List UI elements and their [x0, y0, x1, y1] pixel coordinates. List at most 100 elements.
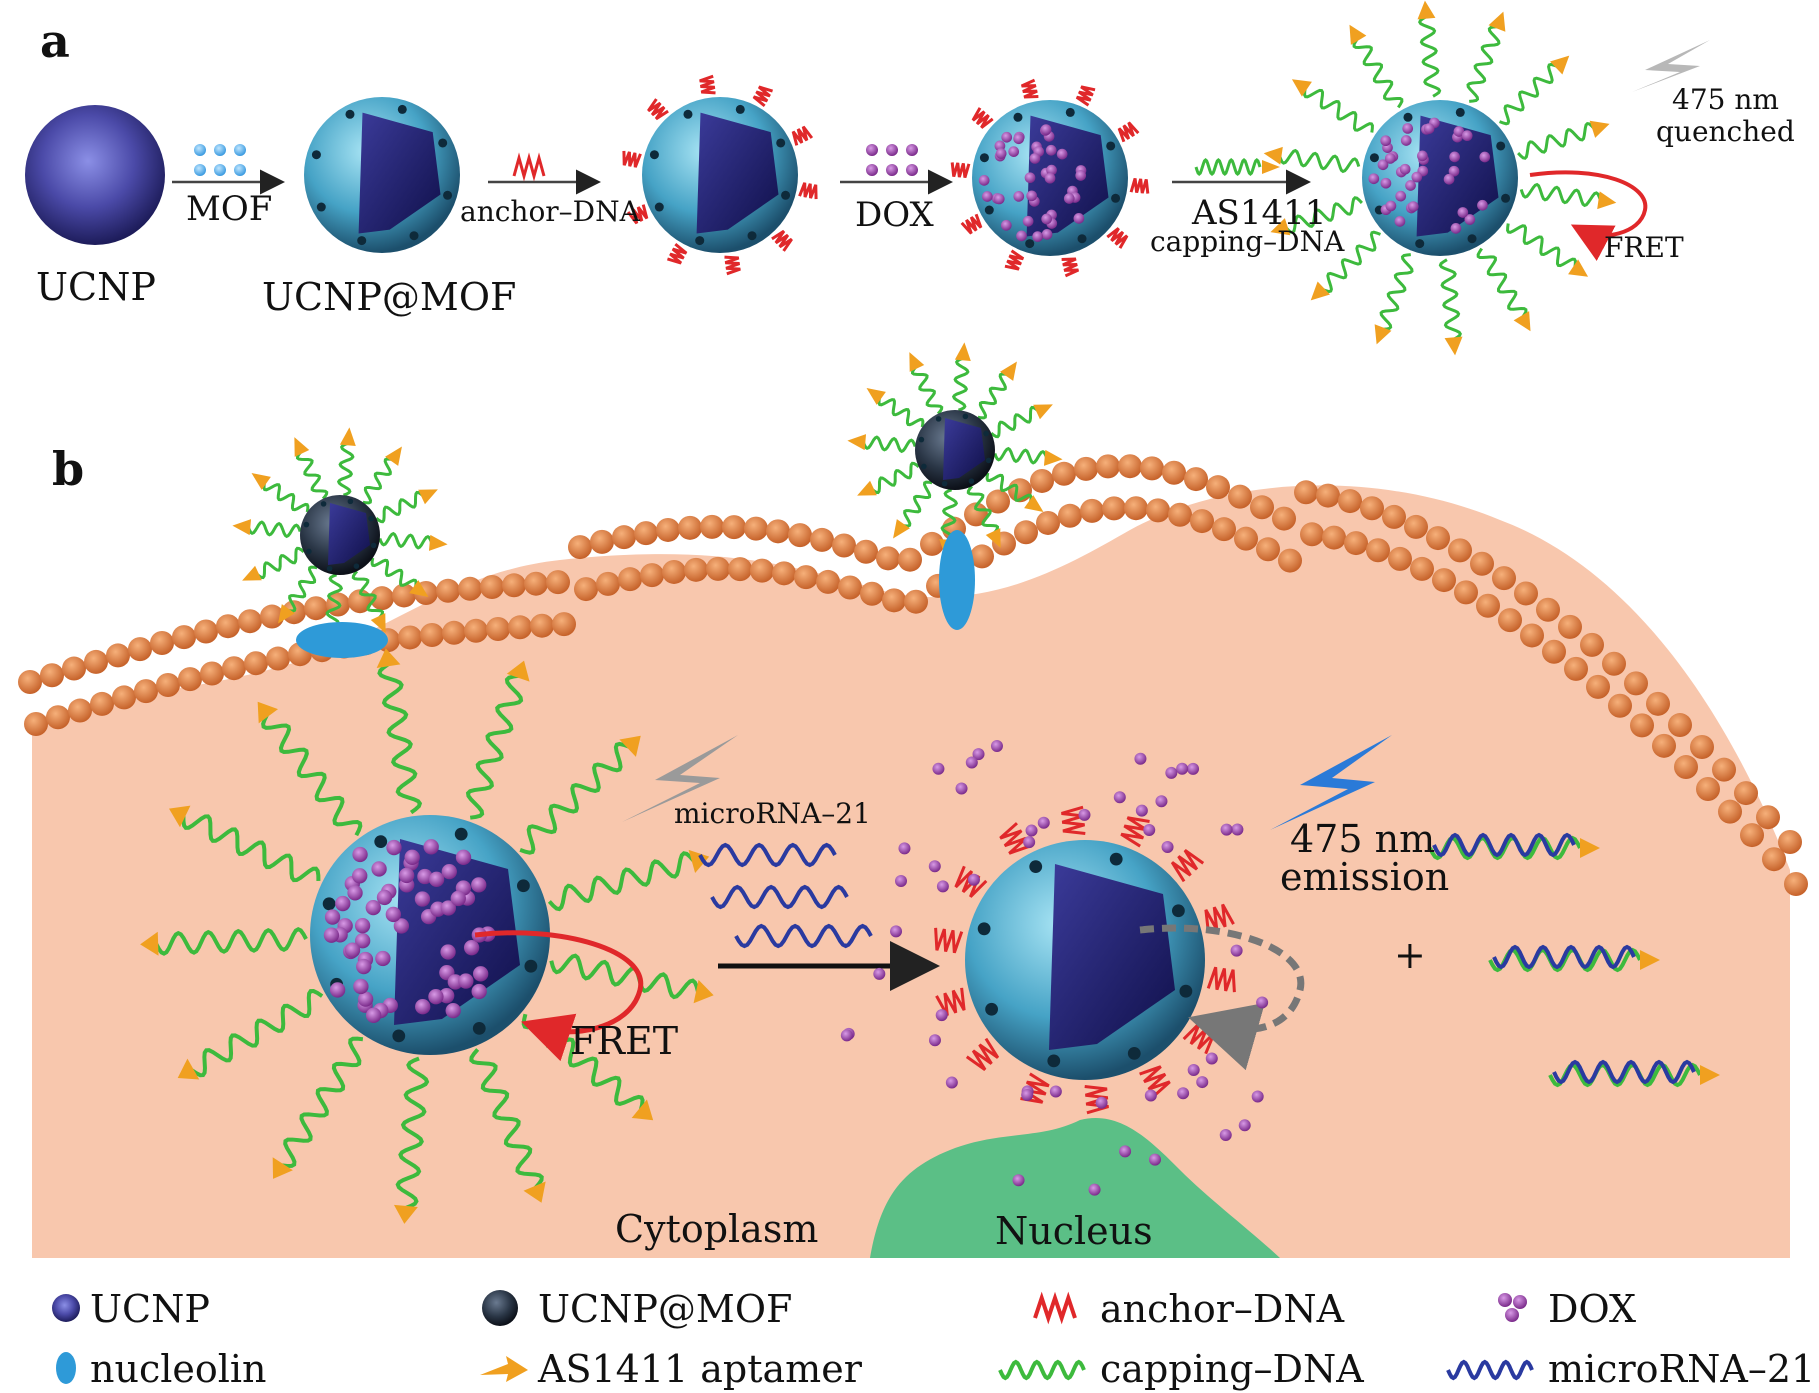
- lipid-head: [150, 630, 174, 655]
- mof-pore: [472, 1022, 486, 1035]
- capping-strand: [847, 434, 917, 454]
- mof-pore: [977, 922, 991, 936]
- dox-molecule: [441, 863, 457, 880]
- lipid-head: [898, 547, 922, 572]
- anchor-strand: [771, 229, 793, 252]
- capping-strand: [893, 480, 933, 539]
- capping-strand: [1291, 79, 1374, 133]
- lipid-head: [920, 531, 944, 556]
- dox-molecule: [1013, 133, 1025, 145]
- anchor-zigzag: [971, 107, 994, 129]
- dox-molecule: [890, 925, 903, 938]
- lipid-head: [640, 563, 664, 588]
- dox-molecule: [1187, 1063, 1200, 1076]
- aptamer-head: [523, 1181, 546, 1203]
- mof-pore: [683, 109, 693, 119]
- dox-molecule: [1155, 795, 1168, 808]
- dna-helix: [993, 446, 1049, 465]
- dox-molecule: [1205, 1052, 1218, 1065]
- mof-pore: [983, 430, 989, 437]
- anchor-zigzag: [512, 152, 546, 182]
- ucnp-core: [943, 418, 985, 480]
- panel-b-letter: b: [52, 442, 85, 496]
- dox-molecule: [393, 918, 410, 934]
- mof-pore: [649, 150, 659, 160]
- capping-strand: [993, 446, 1063, 466]
- aptamer-head: [506, 660, 530, 682]
- mof-pore: [303, 521, 310, 528]
- dox-molecule: [423, 839, 439, 855]
- dox-molecule: [1000, 219, 1012, 231]
- lipid-head: [1470, 551, 1494, 576]
- anchor-zigzag: [1117, 121, 1140, 143]
- mof-pore: [1106, 141, 1116, 151]
- anchor-zigzag: [1020, 1072, 1050, 1104]
- emission-bolt-icon: [1270, 735, 1392, 830]
- dox-molecule: [1238, 1119, 1251, 1132]
- anchor-strand: [1061, 257, 1080, 278]
- dox-molecule: [376, 889, 393, 906]
- lipid-head: [392, 583, 416, 608]
- dox-molecule: [1368, 173, 1380, 185]
- dox-molecule: [1134, 752, 1147, 765]
- anchor-strand: [1084, 1084, 1109, 1115]
- lipid-head: [1278, 548, 1302, 573]
- dox-molecule: [1078, 808, 1091, 821]
- lipid-head: [508, 615, 532, 640]
- lipid-head: [1294, 480, 1318, 505]
- mof-pore: [654, 202, 664, 212]
- dox-molecule: [473, 966, 489, 982]
- lipid-head: [1448, 538, 1472, 563]
- capping-strand: [519, 735, 641, 855]
- dox-molecule: [1220, 823, 1233, 836]
- lipid-head: [788, 523, 812, 548]
- dna-helix: [990, 405, 1040, 439]
- dna-helix: [1466, 25, 1501, 103]
- dox-molecule: [1453, 126, 1465, 137]
- dna-helix: [985, 472, 1033, 504]
- dox-molecule: [1449, 151, 1460, 163]
- capping-strand: [242, 546, 305, 581]
- dox-molecule: [1088, 1183, 1101, 1196]
- dna-helix: [465, 673, 524, 820]
- lipid-head: [1756, 805, 1780, 830]
- lipid-head: [986, 489, 1010, 514]
- dox-molecule: [1012, 1174, 1025, 1187]
- mof-pore: [695, 236, 705, 246]
- anchor-zigzag: [1106, 227, 1129, 249]
- dox-molecule: [1021, 1088, 1034, 1101]
- aptamer-head: [1262, 160, 1280, 174]
- dox-molecule: [463, 940, 480, 956]
- dox-molecule: [352, 846, 368, 863]
- lipid-head: [876, 546, 900, 571]
- dox-molecule: [1395, 190, 1407, 202]
- dna-helix: [246, 520, 302, 539]
- lipid-head: [1250, 495, 1274, 520]
- aptamer-head: [1033, 404, 1053, 420]
- dna-helix: [262, 481, 310, 513]
- anchor-strand: [1170, 849, 1205, 883]
- anchor-strand: [971, 107, 994, 129]
- quenched-nm-label: 475 nm: [1672, 83, 1779, 116]
- dox-molecule: [967, 873, 980, 886]
- dox-molecule: [404, 849, 420, 866]
- lipid-head: [18, 670, 42, 694]
- quenched-bolt-icon: [622, 735, 738, 822]
- anchor-strand: [1204, 903, 1235, 933]
- lipid-head: [1454, 580, 1478, 605]
- dox-molecule: [1230, 944, 1243, 957]
- anchor-zigzag: [1084, 1084, 1109, 1115]
- ucnp-core: [394, 839, 520, 1025]
- capping-strand: [966, 485, 1001, 548]
- capping-dna-label: capping–DNA: [1150, 225, 1345, 258]
- dox-molecule: [1177, 1087, 1190, 1100]
- capping-strand: [1417, 0, 1442, 98]
- anchor-zigzag: [622, 150, 642, 168]
- dox-molecule: [1073, 213, 1085, 224]
- mof-pore: [326, 565, 333, 572]
- mof-pore: [1077, 234, 1087, 244]
- lipid-head: [1668, 713, 1692, 738]
- aptamer-head: [909, 352, 925, 372]
- capping-strand: [351, 570, 386, 633]
- capping-strand: [977, 361, 1017, 420]
